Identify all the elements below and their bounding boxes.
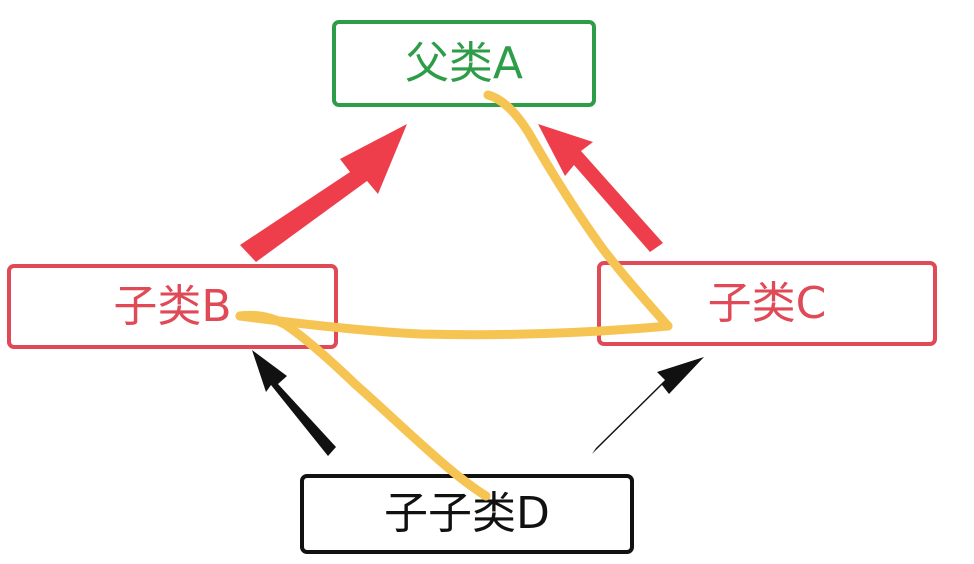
node-child-c: 子类C	[597, 261, 937, 346]
node-parent-a-label: 父类A	[404, 37, 524, 89]
arrow-c-to-a	[538, 124, 663, 252]
node-child-c-label: 子类C	[707, 277, 827, 329]
node-grandchild-d-label: 子子类D	[384, 488, 550, 539]
node-child-b: 子类B	[7, 264, 338, 349]
arrow-d-to-c	[592, 357, 704, 454]
node-grandchild-d: 子子类D	[300, 474, 634, 554]
node-parent-a: 父类A	[332, 20, 596, 107]
node-child-b-label: 子类B	[113, 280, 232, 332]
arrow-d-to-b	[252, 350, 336, 456]
arrow-b-to-a	[240, 124, 407, 262]
